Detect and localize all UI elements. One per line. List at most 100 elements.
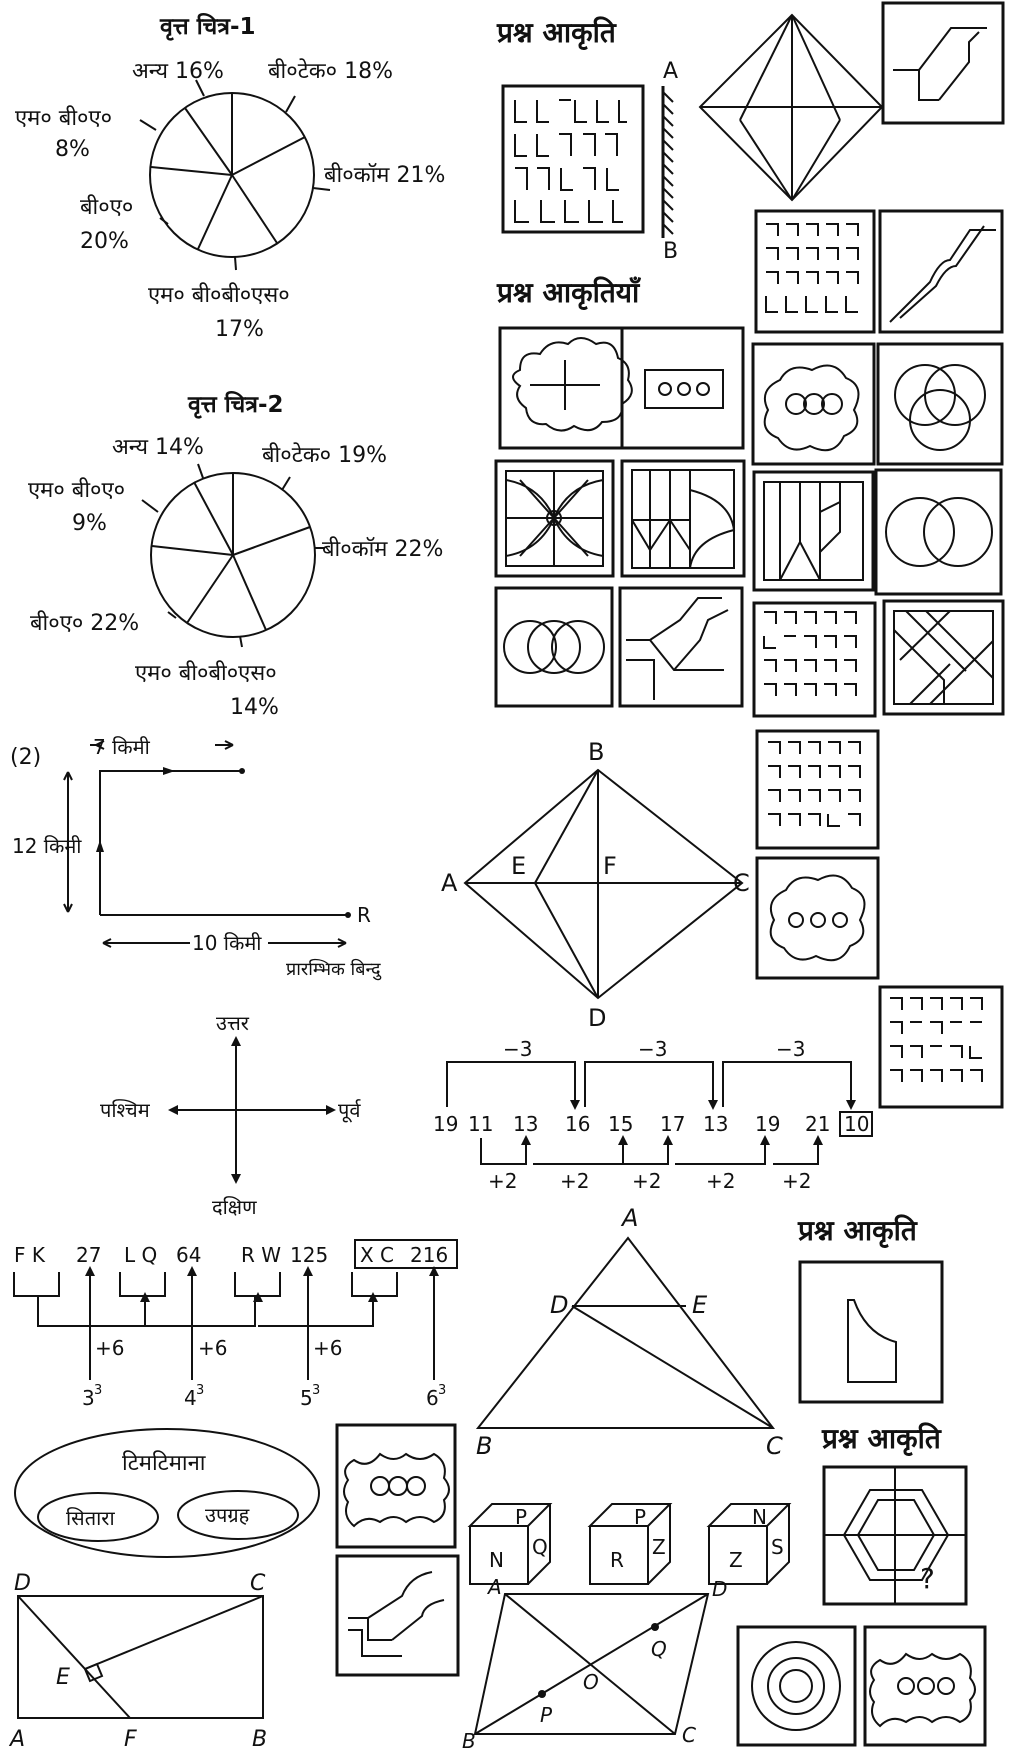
option-box-wavy-1 [863,1625,987,1747]
pie2-label-mbbs-pct: 14% [230,695,279,720]
series-bot-3: +2 [632,1169,661,1193]
kite-c: C [733,869,750,897]
dice-cubes: P N Q P R Z N Z S [467,1503,792,1585]
question-figure-heading-2: प्रश्न आकृति [797,1214,918,1248]
series-top-1: −3 [503,1037,532,1061]
kite-f: F [603,852,617,880]
letters-g3: R W [241,1243,281,1267]
paper-fold-figure [498,326,745,450]
pie1-label-mba: एम० बी०ए० [15,105,112,131]
mirror-figure-box [501,84,645,234]
mirror-label-b: B [663,239,678,264]
question-mark: ? [920,1562,935,1595]
rect-f: F [124,1727,137,1752]
cube2-top: P [634,1505,646,1529]
kite-a: A [441,869,458,897]
question-figure-shape [798,1260,944,1404]
triangle-d: D [550,1291,568,1319]
pie1-label-btech: बी०टेक० 18% [268,58,393,84]
letter-series: F K 27 L Q 64 R W 125 X C 216 +6 +6 +6 3… [13,1239,458,1410]
option-box-fold-3 [618,586,744,708]
venn-b-label: उपग्रह [205,1503,250,1527]
series-num-2: 11 [468,1112,493,1136]
number-series: −3 −3 −3 19 11 13 16 15 17 13 19 21 10 +… [433,1037,873,1193]
cube-1: P N Q [467,1503,553,1585]
option-box-three-circles [876,342,1004,466]
route-label-7km: 7 किमी [93,735,151,759]
rect-d: D [14,1571,31,1596]
kite-figure: B A C D E F [441,738,750,1032]
triangle-b: B [476,1432,492,1460]
pie1-label-ba-pct: 20% [80,229,129,254]
compass-south: दक्षिण [212,1195,257,1219]
series-bot-1: +2 [488,1169,517,1193]
option-box-fold-2 [878,209,1004,334]
series-num-6: 17 [660,1112,685,1136]
letters-plus-3: +6 [313,1336,342,1360]
letters-g1: F K [14,1243,46,1267]
pie1-label-ba: बी०ए० [80,194,133,220]
option-box-fold-4 [335,1554,460,1677]
series-num-1: 19 [433,1112,458,1136]
pie1-title: वृत्त चित्र-1 [159,12,256,41]
letters-exp-2: 3 [196,1383,204,1398]
cube2-front: R [610,1548,624,1572]
triangle-figure: A D E B C [475,1204,783,1460]
pie2-label-mba: एम० बी०ए० [28,477,125,503]
triangle-a: A [620,1204,638,1232]
pie2-label-mba-pct: 9% [72,511,107,536]
mirror-label-a: A [663,59,678,84]
rect-c: C [250,1571,266,1596]
series-num-5: 15 [608,1112,633,1136]
pie2-label-other: अन्य 14% [112,435,204,460]
option-box-diagonal [882,599,1005,716]
triangle-e: E [692,1291,708,1319]
series-top-2: −3 [638,1037,667,1061]
venn-diagram: टिमटिमाना सितारा उपग्रह [14,1428,320,1558]
option-box-fold-1 [881,1,1005,125]
compass-rose: उत्तर दक्षिण पूर्व पश्चिम [100,1011,361,1219]
series-answer: 10 [844,1112,869,1136]
option-box-concentric [736,1625,857,1747]
option-box-flower-2 [755,856,880,980]
route-diagram: (2) 7 किमी 12 किमी 10 किमी R प्रारम्भिक … [10,735,382,981]
para-d: D [712,1577,727,1601]
triangle-c: C [766,1432,783,1460]
para-a: A [486,1575,502,1599]
route-end-dot [239,768,245,774]
cube3-top: N [752,1505,767,1529]
series-num-3: 13 [513,1112,538,1136]
pie2-label-ba: बी०ए० 22% [30,610,139,636]
rect-b: B [252,1727,267,1752]
option-box-pattern-1 [754,209,876,334]
mirror-hatching [662,91,674,235]
kite-e: E [511,852,526,880]
letters-pow-3: 5 [300,1386,313,1410]
question-figure-heading-3: प्रश्न आकृति [821,1422,942,1456]
letters-pow-4: 6 [426,1386,439,1410]
route-label-r: R [357,903,371,927]
letters-exp-3: 3 [312,1383,320,1398]
cube3-side: S [771,1535,784,1559]
letters-pow-2: 4 [184,1386,197,1410]
pie2-slices [141,463,325,648]
pie-chart-2: वृत्त चित्र-2 अन्य 14% बी०टेक० 19% एम० ब… [28,390,443,720]
para-p: P [540,1703,553,1727]
letters-g4: X C [360,1243,394,1267]
letters-n2: 64 [176,1243,201,1267]
option-box-three-circles-row [494,586,614,708]
letters-plus-2: +6 [198,1336,227,1360]
option-box-wavy-2 [335,1423,457,1549]
option-box-fan [620,459,746,578]
option-box-pattern-4 [878,985,1004,1109]
pie2-label-bcom: बी०कॉम 22% [322,536,443,562]
series-num-8: 19 [755,1112,780,1136]
cube1-top: P [515,1505,527,1529]
letters-n4: 216 [410,1243,448,1267]
mirror-figure-pattern [514,99,627,223]
series-bot-4: +2 [706,1169,735,1193]
route-label-start: प्रारम्भिक बिन्दु [286,958,382,981]
series-num-4: 16 [565,1112,590,1136]
option-box-pattern-3 [755,729,880,850]
